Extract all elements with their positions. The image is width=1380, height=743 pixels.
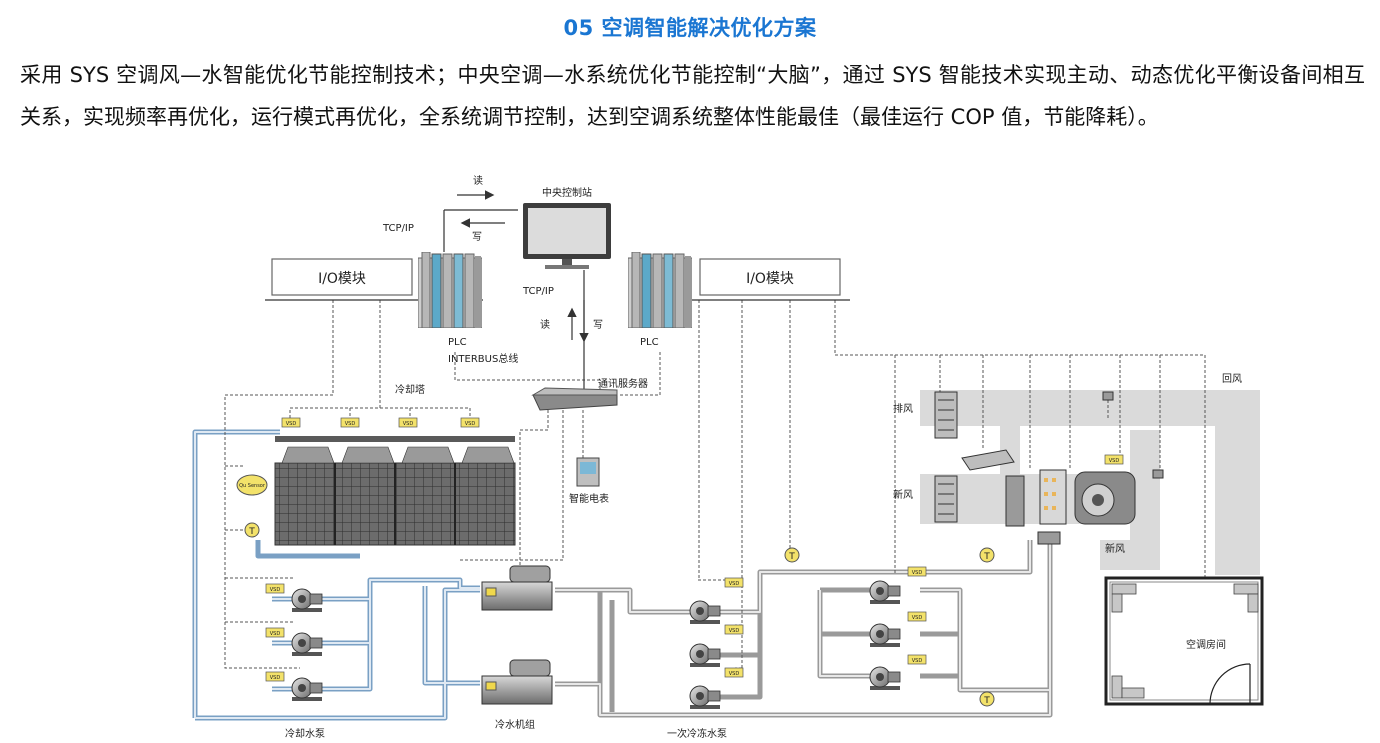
ac-room-label: 空调房间	[1186, 638, 1226, 651]
vsd-label: VSD	[729, 628, 740, 634]
qu-sensor-label: Qu Sensor	[239, 483, 266, 489]
cooling-pump-2	[291, 632, 323, 657]
vsd-label: VSD	[345, 421, 356, 427]
vsd-label: VSD	[286, 421, 297, 427]
primary-pump-label: 一次冷冻水泵	[667, 727, 727, 740]
vsd-label: VSD	[1109, 458, 1120, 464]
cooling-pump-1	[291, 588, 323, 613]
primary-pump-3	[689, 685, 721, 710]
secondary-pump-3	[869, 666, 901, 691]
section-title: 05 空调智能解决优化方案	[563, 16, 817, 40]
chiller-1	[481, 565, 553, 611]
qu-sensor: Qu Sensor	[236, 474, 268, 496]
plc-right-label: PLC	[640, 337, 659, 348]
control-signal-lines	[224, 300, 1206, 669]
plc-left-label: PLC	[448, 337, 467, 348]
fresh-air-damper	[934, 475, 958, 523]
read-label-top: 读	[473, 174, 483, 187]
cooling-tower	[274, 436, 516, 546]
read-write-arrows-top	[443, 190, 518, 252]
read-label-vertical: 读	[540, 318, 550, 331]
fresh-air-label-left: 新风	[893, 488, 913, 501]
interbus-label: INTERBUS总线	[448, 352, 518, 365]
temp-label: T	[788, 552, 795, 562]
temperature-sensor-labels: T T T T	[248, 527, 990, 706]
vsd-label: VSD	[912, 570, 923, 576]
vsd-label: VSD	[270, 631, 281, 637]
vsd-label: VSD	[729, 671, 740, 677]
control-valve	[1037, 531, 1061, 545]
write-label-top: 写	[472, 231, 482, 243]
intro-paragraph: 采用 SYS 空调风—水智能优化节能控制技术；中央空调—水系统优化节能控制“大脑…	[20, 63, 1365, 129]
primary-pump-2	[689, 643, 721, 668]
chilled-water-pipes	[555, 540, 1053, 718]
cooling-tower-label: 冷却塔	[395, 383, 425, 396]
smart-meter-label: 智能电表	[569, 492, 609, 505]
temp-label: T	[248, 527, 255, 537]
plc-left	[418, 252, 482, 328]
cooling-pump-3	[291, 677, 323, 702]
chiller-2	[481, 659, 553, 705]
vsd-label: VSD	[270, 587, 281, 593]
filter	[1005, 475, 1025, 527]
exhaust-air-label: 排风	[893, 402, 913, 415]
write-label-vertical: 写	[593, 319, 603, 331]
tcpip-label-left: TCP/IP	[382, 223, 414, 234]
coil	[1039, 469, 1067, 525]
io-module-left: I/O模块	[271, 258, 413, 296]
smart-meter	[576, 457, 600, 487]
read-write-arrows-vertical	[567, 270, 589, 395]
central-control-monitor	[523, 203, 611, 269]
vsd-label: VSD	[465, 421, 476, 427]
vsd-label: VSD	[912, 615, 923, 621]
cooling-pump-label: 冷却水泵	[285, 727, 325, 740]
io-module-right-label: I/O模块	[746, 271, 794, 287]
supply-fan	[1074, 471, 1136, 525]
secondary-pump-1	[869, 580, 901, 605]
vsd-badges	[265, 417, 1124, 682]
vsd-label: VSD	[270, 675, 281, 681]
vsd-label: VSD	[729, 581, 740, 587]
communication-server	[531, 387, 618, 411]
comm-server-label: 通讯服务器	[598, 377, 648, 390]
secondary-pump-2	[869, 623, 901, 648]
plc-right	[628, 252, 692, 328]
return-air-label: 回风	[1222, 373, 1242, 385]
tcpip-label-center: TCP/IP	[522, 286, 554, 297]
chiller-label: 冷水机组	[495, 718, 535, 731]
primary-pump-1	[689, 600, 721, 625]
fresh-air-label-right: 新风	[1105, 542, 1125, 555]
vsd-labels: VSD VSD VSD VSD VSD VSD VSD VSD VSD VSD …	[270, 421, 1120, 681]
temperature-sensors	[244, 522, 995, 707]
temp-label: T	[983, 696, 990, 706]
central-station-label: 中央控制站	[542, 186, 592, 199]
exhaust-damper	[934, 391, 958, 439]
io-module-left-label: I/O模块	[318, 271, 366, 287]
vsd-label: VSD	[403, 421, 414, 427]
vsd-label: VSD	[912, 658, 923, 664]
ac-room	[1104, 576, 1264, 706]
temp-label: T	[983, 552, 990, 562]
mixing-damper	[961, 449, 1015, 471]
io-module-right: I/O模块	[699, 258, 841, 296]
